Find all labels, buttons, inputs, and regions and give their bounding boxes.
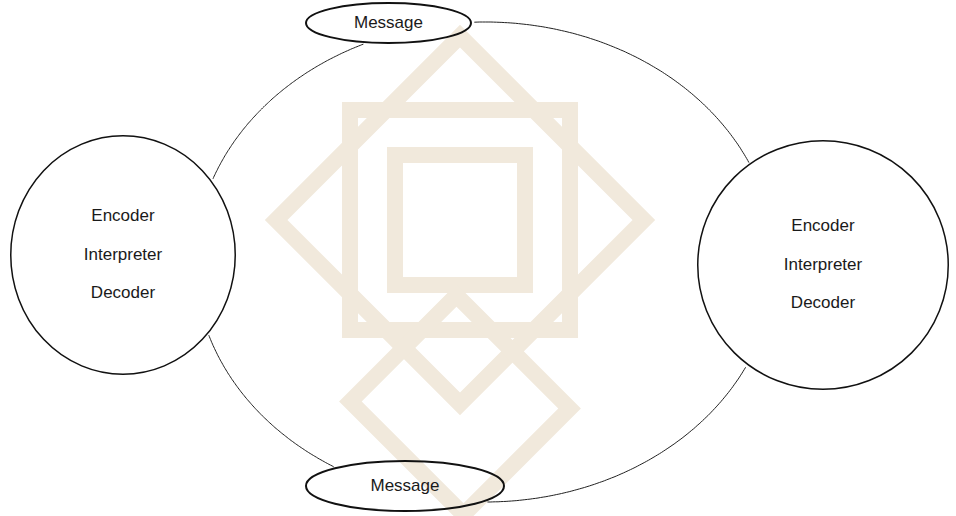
node-label: Encoder <box>91 206 154 226</box>
cycle-arc <box>213 44 363 179</box>
cycle-arc <box>487 367 745 502</box>
party-circle: EncoderInterpreterDecoder <box>10 135 236 375</box>
node-label: Decoder <box>91 283 155 303</box>
cycle-arc <box>209 335 334 467</box>
node-label: Interpreter <box>784 255 862 275</box>
message-ellipse: Message <box>305 460 505 512</box>
node-label: Interpreter <box>84 245 162 265</box>
node-label: Message <box>371 476 440 496</box>
node-label: Encoder <box>791 216 854 236</box>
watermark-pattern <box>276 36 644 514</box>
party-circle: EncoderInterpreterDecoder <box>697 140 949 390</box>
cycle-arc <box>474 22 749 163</box>
message-ellipse: Message <box>305 2 472 44</box>
node-label: Decoder <box>791 293 855 313</box>
node-label: Message <box>354 13 423 33</box>
